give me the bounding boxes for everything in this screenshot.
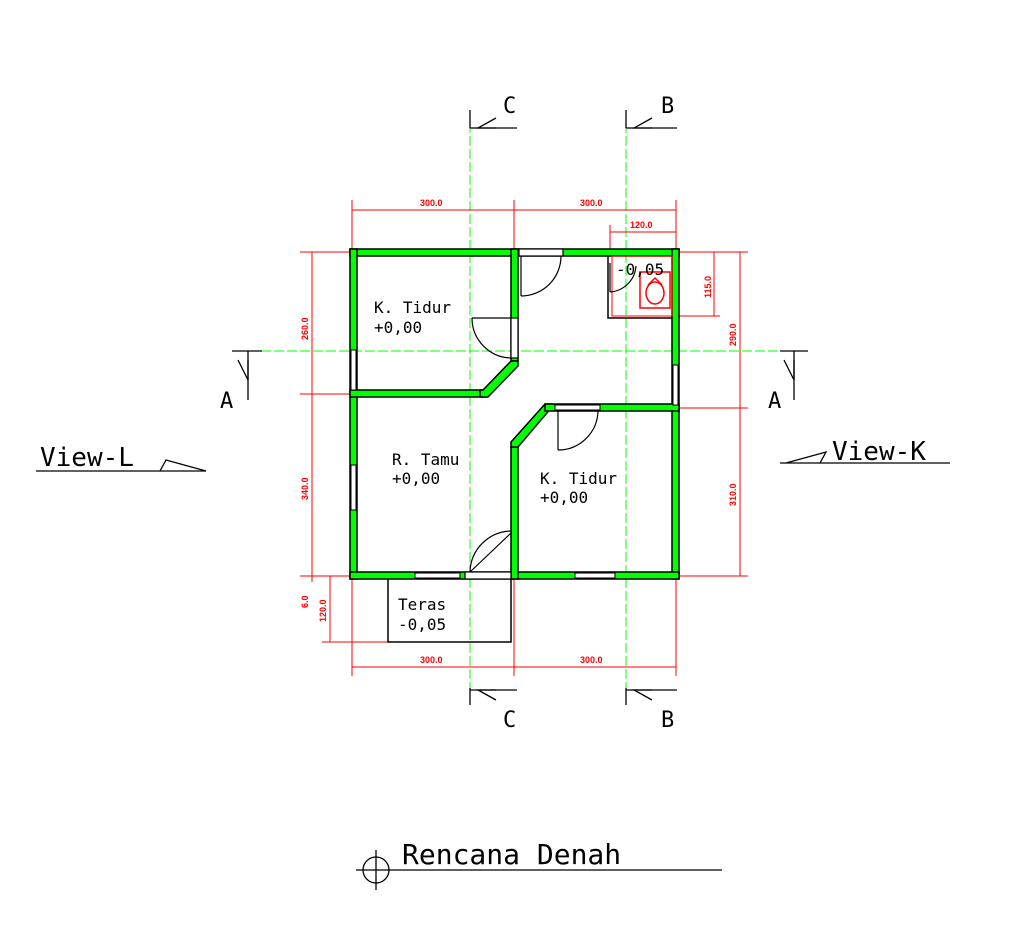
view-k-label: View-K <box>832 437 926 467</box>
section-c-bottom-icon <box>469 688 517 705</box>
doors <box>464 248 637 580</box>
door-bedroom-1 <box>471 317 519 359</box>
toilet-icon <box>639 271 671 309</box>
bath-level: -0,05 <box>616 260 664 279</box>
section-a-left-icon <box>232 350 262 400</box>
section-b-bottom-icon <box>625 688 677 705</box>
axis-lines <box>248 110 800 700</box>
door-top-hall <box>518 248 564 297</box>
window-bottom-right <box>574 572 616 579</box>
dim-top-bath: 120.0 <box>630 220 653 230</box>
door-bath <box>609 263 637 293</box>
section-markers <box>232 110 808 705</box>
room-bedroom-1-level: +0,00 <box>374 318 422 337</box>
dim-bottom-right: 300.0 <box>580 655 603 665</box>
section-c-top-label: C <box>503 94 516 119</box>
room-labels: K. Tidur +0,00 R. Tamu +0,00 K. Tidur +0… <box>374 260 664 634</box>
dim-top-left: 300.0 <box>420 198 443 208</box>
room-bedroom-2-level: +0,00 <box>540 488 588 507</box>
room-terrace-name: Teras <box>398 595 446 614</box>
dim-left-terrace: 120.0 <box>318 599 328 622</box>
view-k-arrow-icon <box>780 450 950 464</box>
walls <box>349 248 680 580</box>
terrace-outline <box>387 579 512 643</box>
section-a-right-icon <box>780 350 808 400</box>
dim-right-upper: 290.0 <box>728 323 738 346</box>
section-a-left-label: A <box>220 389 233 414</box>
window-bedroom-top <box>554 404 601 411</box>
room-living-name: R. Tamu <box>392 450 459 469</box>
wall-lower-vertical <box>510 446 519 580</box>
room-bedroom-1-name: K. Tidur <box>374 298 451 317</box>
section-b-top-label: B <box>661 94 674 119</box>
drawing-title: Rencana Denah <box>402 838 621 871</box>
section-b-bottom-label: B <box>661 708 674 733</box>
room-terrace-level: -0,05 <box>398 615 446 634</box>
view-labels: View-L View-K <box>40 437 926 473</box>
title-symbol-icon <box>356 850 722 890</box>
wall-bedroom-top <box>544 403 680 412</box>
dim-left-small: 6.0 <box>300 595 310 608</box>
window-left-upper <box>350 349 357 391</box>
view-l-arrow-icon <box>36 459 207 472</box>
dim-left-upper: 260.0 <box>300 317 310 340</box>
window-left-lower <box>350 464 357 511</box>
bathroom <box>607 255 673 319</box>
dimension-lines <box>300 200 748 676</box>
wall-diagonal-upper <box>479 360 519 398</box>
door-bedroom-2 <box>557 410 599 451</box>
dim-left-lower: 340.0 <box>300 477 310 500</box>
view-arrows <box>36 450 950 472</box>
window-bottom-left <box>414 572 461 579</box>
view-l-label: View-L <box>40 443 134 473</box>
wall-left <box>349 248 358 580</box>
section-a-right-label: A <box>768 389 781 414</box>
dim-right-bath: 115.0 <box>703 276 713 298</box>
section-c-bottom-label: C <box>503 708 516 733</box>
room-bedroom-2-name: K. Tidur <box>540 469 617 488</box>
door-living <box>464 530 512 580</box>
wall-right <box>671 248 680 580</box>
dim-top-right: 300.0 <box>580 198 603 208</box>
dim-right-lower: 310.0 <box>728 483 738 506</box>
wall-mid-horizontal <box>349 389 486 398</box>
windows <box>350 349 679 579</box>
room-living-level: +0,00 <box>392 469 440 488</box>
window-right <box>672 364 679 406</box>
section-b-top-icon <box>625 110 677 129</box>
section-c-top-icon <box>469 110 517 129</box>
dimension-labels: 300.0 300.0 120.0 300.0 300.0 260.0 340.… <box>300 198 738 665</box>
section-labels: C B C B A A <box>220 94 781 733</box>
dim-bottom-left: 300.0 <box>420 655 443 665</box>
